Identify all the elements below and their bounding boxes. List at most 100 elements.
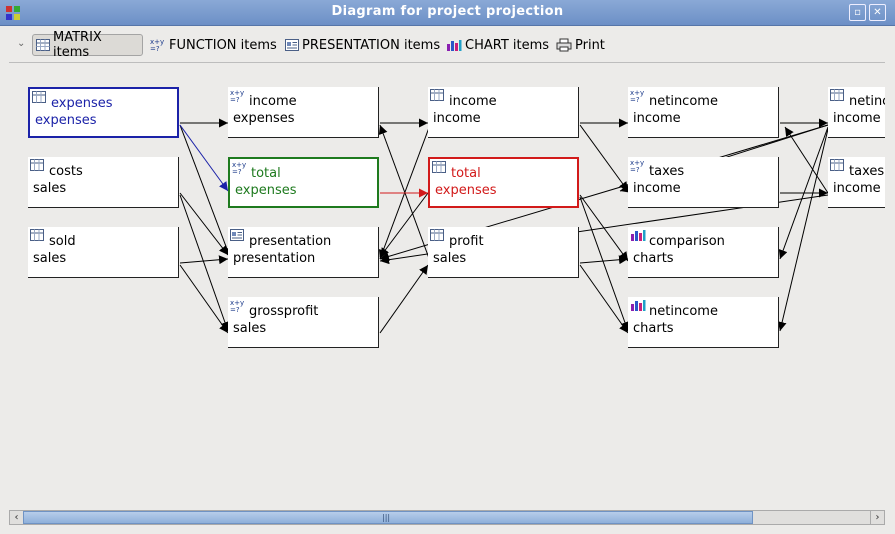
node-name: income	[449, 94, 497, 109]
node-total-expenses-function[interactable]: x+y=? total expenses	[228, 157, 379, 208]
chevron-down-icon: ⌄	[17, 38, 26, 49]
presentation-items-button[interactable]: PRESENTATION items	[282, 34, 443, 56]
svg-text:x+y: x+y	[230, 89, 244, 97]
arrow-netinc-to-comparison	[778, 126, 829, 260]
node-expenses-expenses[interactable]: expenses expenses	[28, 87, 179, 138]
close-button[interactable]: ✕	[869, 4, 886, 21]
toolbar-menu-toggle[interactable]: ⌄	[17, 38, 25, 49]
print-label: Print	[575, 37, 605, 53]
node-name: netincome	[649, 94, 718, 109]
node-comparison-charts[interactable]: comparison charts	[628, 227, 779, 278]
svg-text:=?: =?	[630, 96, 640, 103]
node-project: income	[633, 181, 681, 196]
arrow-sold-to-grossprofit	[179, 264, 229, 334]
node-presentation-presentation[interactable]: presentation presentation	[228, 227, 379, 278]
chart-icon	[630, 229, 646, 241]
node-name: taxes	[649, 164, 685, 179]
node-name: profit	[449, 234, 484, 249]
matrix-items-button[interactable]: MATRIX items	[32, 30, 143, 60]
svg-text:=?: =?	[230, 306, 240, 313]
arrow-taxes-to-netincome	[784, 126, 829, 194]
node-costs-sales[interactable]: costs sales	[28, 157, 179, 208]
node-income-expenses[interactable]: x+y=? income expenses	[228, 87, 379, 138]
function-icon: x+y=?	[230, 299, 244, 314]
node-total-expenses-matrix[interactable]: total expenses	[428, 157, 579, 208]
function-icon: x+y=?	[232, 161, 246, 176]
svg-text:=?: =?	[230, 96, 240, 103]
svg-text:x+y: x+y	[630, 159, 644, 167]
node-project: sales	[33, 251, 67, 266]
matrix-icon	[30, 229, 44, 241]
node-netincome-income-function[interactable]: x+y=? netincome income	[628, 87, 779, 138]
app-icon	[6, 6, 20, 20]
arrow-sold-to-presentation	[179, 255, 229, 265]
node-project: sales	[233, 321, 267, 336]
matrix-icon	[430, 229, 444, 241]
node-project: charts	[633, 251, 674, 266]
node-grossprofit-sales[interactable]: x+y=? grossprofit sales	[228, 297, 379, 348]
scroll-thumb[interactable]: |||	[23, 511, 753, 524]
chart-items-button[interactable]: CHART items	[443, 34, 552, 56]
presentation-icon	[285, 39, 299, 51]
arrow-grossprofit-to-profit	[379, 264, 429, 334]
window-title: Diagram for project projection	[331, 4, 564, 19]
arrow-expenses-to-presentation	[179, 124, 232, 258]
function-icon: x+y=?	[150, 38, 166, 52]
scroll-left-button[interactable]: ‹	[10, 511, 23, 524]
arrow-netinc-to-netincome-chart	[777, 128, 829, 332]
chart-icon	[446, 39, 462, 51]
node-name: total	[251, 166, 281, 181]
svg-text:x+y: x+y	[230, 299, 244, 307]
diagram-canvas[interactable]: expenses expenses costs sales sold sales…	[9, 62, 885, 509]
node-project: income	[833, 181, 881, 196]
matrix-icon	[30, 159, 44, 171]
node-income-income[interactable]: income income	[428, 87, 579, 138]
node-netincome-charts[interactable]: netincome charts	[628, 297, 779, 348]
node-project: expenses	[435, 183, 497, 198]
node-sold-sales[interactable]: sold sales	[28, 227, 179, 278]
presentation-icon	[230, 229, 244, 241]
presentation-items-label: PRESENTATION items	[302, 37, 441, 53]
horizontal-scrollbar[interactable]: ‹ ||| ›	[9, 510, 885, 525]
node-name: netincome	[649, 304, 718, 319]
matrix-items-label: MATRIX items	[53, 30, 102, 60]
node-project: sales	[33, 181, 67, 196]
node-taxes-income-matrix[interactable]: taxes income	[828, 157, 885, 208]
arrow-costs-to-presentation	[179, 192, 229, 256]
chart-items-label: CHART items	[465, 37, 550, 53]
arrow-profit-to-comparison	[579, 255, 629, 265]
matrix-icon	[36, 39, 50, 51]
svg-text:x+y: x+y	[232, 161, 246, 169]
node-name: costs	[49, 164, 83, 179]
maximize-button[interactable]: ▫	[849, 4, 866, 21]
function-items-label: FUNCTION items	[169, 37, 277, 53]
node-project: income	[433, 111, 481, 126]
node-name: grossprofit	[249, 304, 319, 319]
svg-text:x+y: x+y	[630, 89, 644, 97]
arrow-total-to-presentation	[379, 192, 429, 258]
node-name: netinc	[849, 94, 885, 109]
svg-text:x+y: x+y	[150, 38, 164, 46]
chevron-left-icon: ‹	[14, 512, 19, 523]
dependency-arrows	[179, 118, 829, 334]
node-profit-sales[interactable]: profit sales	[428, 227, 579, 278]
node-taxes-income-function[interactable]: x+y=? taxes income	[628, 157, 779, 208]
scroll-right-button[interactable]: ›	[870, 511, 884, 524]
arrow-total-to-netincome-chart	[579, 196, 630, 332]
node-project: income	[833, 111, 881, 126]
chart-icon	[630, 299, 646, 311]
arrow-profit-to-netincome-chart	[579, 264, 629, 334]
node-name: income	[249, 94, 297, 109]
node-netinc-income-matrix[interactable]: netinc income	[828, 87, 885, 138]
arrow-income-to-taxes	[579, 124, 629, 192]
node-project: expenses	[233, 111, 295, 126]
matrix-icon	[32, 91, 46, 103]
node-project: sales	[433, 251, 467, 266]
svg-text:=?: =?	[150, 45, 160, 52]
maximize-icon: ▫	[854, 7, 861, 18]
arrow-costs-to-grossprofit	[179, 194, 230, 332]
function-items-button[interactable]: x+y=? FUNCTION items	[147, 34, 280, 56]
print-button[interactable]: Print	[553, 34, 608, 56]
node-name: taxes	[849, 164, 885, 179]
svg-text:=?: =?	[630, 166, 640, 173]
